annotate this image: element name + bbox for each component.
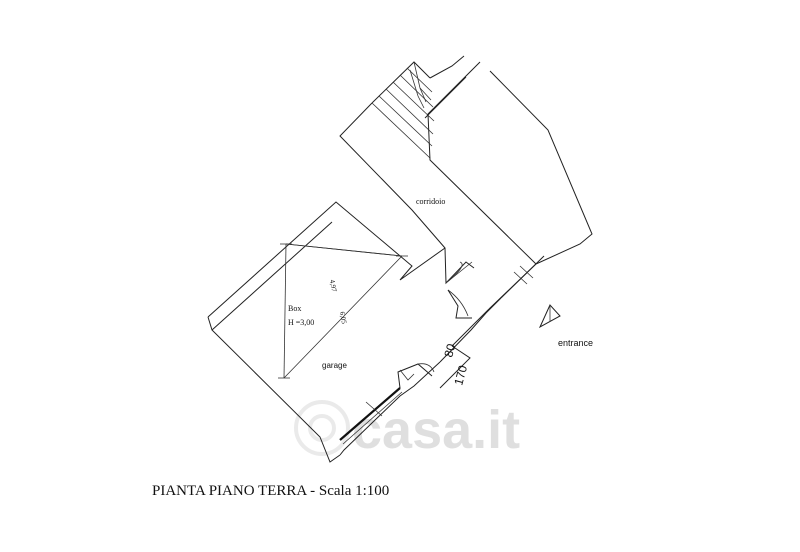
dimension-box-depth: 6,05 bbox=[338, 311, 348, 325]
entrance-arrow-icon bbox=[538, 304, 561, 329]
corridor-walls bbox=[339, 55, 593, 389]
corridor-label: corridoio bbox=[416, 197, 445, 206]
box-label: Box bbox=[288, 304, 301, 313]
dimension-box-width: 4,97 bbox=[328, 279, 338, 293]
garage-room bbox=[207, 201, 446, 463]
door-swing bbox=[445, 261, 473, 319]
watermark: casa.it bbox=[294, 400, 520, 460]
box-height-label: H =3,00 bbox=[288, 318, 314, 327]
staircase bbox=[371, 61, 435, 159]
watermark-text: casa.it bbox=[352, 400, 520, 460]
entrance-label: entrance bbox=[558, 338, 593, 348]
plan-caption: PIANTA PIANO TERRA - Scala 1:100 bbox=[152, 483, 390, 499]
garage-label: garage bbox=[322, 361, 347, 370]
dimension-door-80: 80 bbox=[441, 342, 458, 359]
dimension-door-170: 170 bbox=[451, 363, 470, 386]
